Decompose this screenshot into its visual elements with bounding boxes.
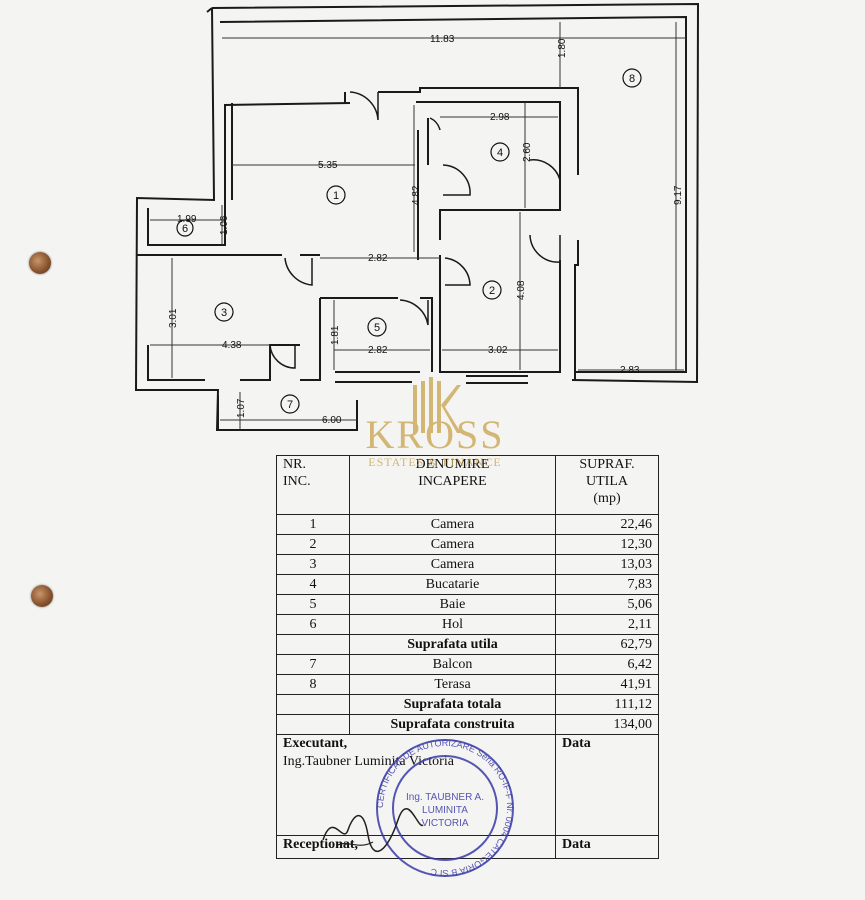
executant-cell: Executant, Ing.Taubner Luminita Victoria xyxy=(276,734,556,836)
dim-hall-width: 1.99 xyxy=(177,214,197,225)
dim-terrace-depth: 1.80 xyxy=(557,38,568,58)
room-number-4: 4 xyxy=(497,147,503,159)
punch-hole-top xyxy=(29,252,51,274)
dim-hall-corridor: 2.82 xyxy=(368,253,388,264)
cell-name: Terasa xyxy=(349,674,556,695)
room-number-2: 2 xyxy=(489,285,495,297)
dim-room2-width: 3.02 xyxy=(488,345,508,356)
dim-total-width: 11.83 xyxy=(430,34,455,45)
dim-kitchen-depth: 2.60 xyxy=(522,142,533,162)
cell-nr: 3 xyxy=(276,554,350,575)
cell-area: 13,03 xyxy=(555,554,659,575)
built-area-label: Suprafata construita xyxy=(349,714,556,735)
receptionat-date-label: Data xyxy=(555,835,659,859)
cell-name: Baie xyxy=(349,594,556,615)
executant-date-label: Data xyxy=(555,734,659,836)
dim-room3-depth: 3.01 xyxy=(168,308,179,328)
cell-nr: 1 xyxy=(276,514,350,535)
receptionat-row: Receptionat, Data xyxy=(276,835,659,859)
room-number-8: 8 xyxy=(629,73,635,85)
dim-room2-depth: 4.08 xyxy=(516,280,527,300)
cell-nr: 5 xyxy=(276,594,350,615)
room-number-6: 6 xyxy=(182,223,188,235)
cell-empty xyxy=(276,694,350,715)
cell-area: 2,11 xyxy=(555,614,659,635)
dim-room1-depth: 4.82 xyxy=(411,185,422,205)
dim-terrace-length: 9.17 xyxy=(673,185,684,205)
dim-balcony-width: 6.00 xyxy=(322,415,342,426)
executant-row: Executant, Ing.Taubner Luminita Victoria… xyxy=(276,734,659,836)
dim-bath-depth: 1.81 xyxy=(330,325,341,345)
cell-area: 6,42 xyxy=(555,654,659,675)
dim-room1-width: 5.35 xyxy=(318,160,338,171)
dim-room3-width: 4.38 xyxy=(222,340,242,351)
table-header-row: NR. INC. DENUMIRE INCAPERE SUPRAF. UTILA… xyxy=(276,455,659,515)
dim-hall-depth: 1.06 xyxy=(219,215,230,235)
cell-nr: 7 xyxy=(276,654,350,675)
dim-bath-width: 2.82 xyxy=(368,345,388,356)
dim-terrace-width: 2.83 xyxy=(620,365,640,376)
cell-name: Camera xyxy=(349,514,556,535)
cell-area: 22,46 xyxy=(555,514,659,535)
executant-name: Ing.Taubner Luminita Victoria xyxy=(283,754,454,769)
cell-name: Hol xyxy=(349,614,556,635)
cell-name: Bucatarie xyxy=(349,574,556,595)
cell-name: Camera xyxy=(349,534,556,555)
cell-area: 7,83 xyxy=(555,574,659,595)
room-number-7: 7 xyxy=(287,399,293,411)
total-value: 111,12 xyxy=(555,694,659,715)
header-denumire: DENUMIRE INCAPERE xyxy=(349,455,556,515)
receptionat-label: Receptionat, xyxy=(276,835,556,859)
cell-empty xyxy=(276,634,350,655)
cell-nr: 2 xyxy=(276,534,350,555)
executant-label: Executant, xyxy=(283,736,348,751)
room-number-3: 3 xyxy=(221,307,227,319)
header-nr: NR. INC. xyxy=(276,455,350,515)
cell-name: Balcon xyxy=(349,654,556,675)
cell-nr: 6 xyxy=(276,614,350,635)
area-table: NR. INC. DENUMIRE INCAPERE SUPRAF. UTILA… xyxy=(276,455,659,859)
room-number-1: 1 xyxy=(333,190,339,202)
total-label: Suprafata totala xyxy=(349,694,556,715)
cell-nr: 8 xyxy=(276,674,350,695)
cell-area: 12,30 xyxy=(555,534,659,555)
subtotal-value: 62,79 xyxy=(555,634,659,655)
cell-area: 41,91 xyxy=(555,674,659,695)
cell-empty xyxy=(276,714,350,735)
cell-name: Camera xyxy=(349,554,556,575)
header-suprafata: SUPRAF. UTILA (mp) xyxy=(555,455,659,515)
subtotal-label: Suprafata utila xyxy=(349,634,556,655)
dim-kitchen-width: 2.98 xyxy=(490,112,510,123)
dim-balcony-depth: 1.07 xyxy=(236,398,247,418)
cell-nr: 4 xyxy=(276,574,350,595)
cell-area: 5,06 xyxy=(555,594,659,615)
floor-plan: 11.83 1.80 2.98 2.60 5.35 4.82 9.17 1.99… xyxy=(134,2,700,431)
built-area-value: 134,00 xyxy=(555,714,659,735)
room-number-5: 5 xyxy=(374,322,380,334)
punch-hole-bottom xyxy=(31,585,53,607)
